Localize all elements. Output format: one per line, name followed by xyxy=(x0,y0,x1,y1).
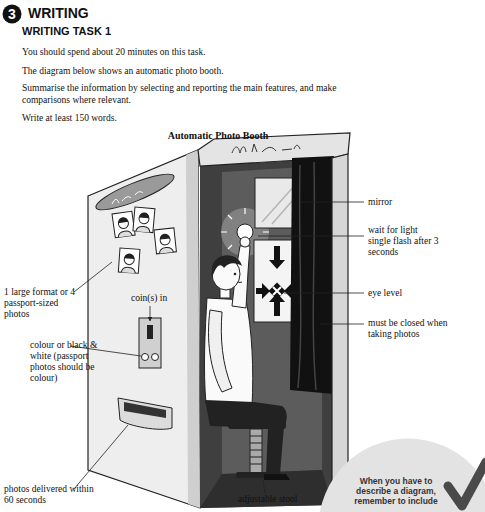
leader-line xyxy=(258,236,364,237)
sample-photo xyxy=(133,207,155,233)
callout-label: adjustable stool xyxy=(238,494,328,505)
sample-photo xyxy=(139,212,149,218)
sample-photo xyxy=(154,228,176,254)
task-heading: WRITING TASK 1 xyxy=(22,25,182,38)
coin-panel xyxy=(139,318,161,368)
callout-label: photos delivered within 60 seconds xyxy=(4,484,94,506)
section-badge: 3 xyxy=(2,4,22,24)
leader-line xyxy=(284,293,364,294)
leader-line xyxy=(70,202,364,493)
curtain xyxy=(290,156,334,394)
booth-side-panel xyxy=(186,150,200,508)
seated-person xyxy=(212,255,242,278)
coin-panel xyxy=(139,318,161,368)
callout-label: wait for light single flash after 3 seco… xyxy=(368,225,442,258)
seated-person xyxy=(205,400,287,474)
curtain xyxy=(298,162,316,390)
booth-roof xyxy=(232,144,300,153)
instruction-text: You should spend about 20 minutes on thi… xyxy=(22,46,342,58)
booth-side-panel xyxy=(88,150,200,508)
callout-label: mirror xyxy=(368,197,468,208)
diagram-title: Automatic Photo Booth xyxy=(118,130,318,142)
callout-label: colour or black & white (passport photos… xyxy=(30,340,98,384)
instruction-text: The diagram below shows an automatic pho… xyxy=(22,65,342,77)
sample-photo xyxy=(118,217,129,224)
leader-line xyxy=(263,480,265,493)
tip-checkmark xyxy=(448,462,485,506)
callout-label: 1 large format or 4 passport-sized photo… xyxy=(4,287,76,320)
seated-person xyxy=(264,474,290,480)
node-text: When you have to describe a diagram, rem… xyxy=(348,476,444,506)
sample-photo xyxy=(118,248,140,273)
booth-sign xyxy=(112,192,143,204)
instruction-text: Write at least 150 words. xyxy=(22,112,242,124)
instruction-text: Summarise the information by selecting a… xyxy=(22,82,367,106)
booth-pillar xyxy=(332,154,348,505)
node-outline xyxy=(319,439,485,512)
sample-photo xyxy=(112,211,135,238)
seated-person xyxy=(209,310,233,392)
seated-person xyxy=(234,273,237,276)
seated-person xyxy=(238,282,242,284)
leader-line xyxy=(320,324,364,325)
eye-level-panel xyxy=(273,287,281,295)
node-outline xyxy=(3,5,22,24)
booth-interior xyxy=(200,470,332,508)
seated-person xyxy=(204,298,252,406)
callout-label: eye level xyxy=(368,288,468,299)
callout-label: coin(s) in xyxy=(131,293,191,304)
sample-photo xyxy=(136,226,150,232)
curtain xyxy=(290,156,334,394)
eye-level-panel xyxy=(269,283,286,300)
booth-pillar xyxy=(332,154,348,505)
section-heading: WRITING xyxy=(28,5,148,22)
sample-photo xyxy=(124,253,134,259)
booth-side-panel xyxy=(88,150,200,508)
seated-person xyxy=(204,237,290,480)
sample-photo xyxy=(154,228,176,254)
leader-line xyxy=(150,306,151,321)
tip-bubble: When you have to describe a diagram, rem… xyxy=(318,438,485,512)
eye-level-panel xyxy=(269,246,285,269)
eye-level-panel xyxy=(256,283,270,299)
sample-photo xyxy=(159,247,173,254)
sample-photo xyxy=(133,207,155,233)
photo-tray xyxy=(124,402,166,418)
leader-line xyxy=(300,202,364,203)
coin-panel xyxy=(142,354,149,361)
photo-tray xyxy=(118,398,172,429)
adjustable-stool xyxy=(250,436,262,464)
sample-photo xyxy=(118,230,133,237)
sample-photo xyxy=(159,233,169,239)
sample-photo xyxy=(121,267,135,273)
photo-tray xyxy=(118,398,172,429)
callout-label: must be closed when taking photos xyxy=(368,318,460,340)
coin-panel xyxy=(152,354,159,361)
adjustable-stool xyxy=(250,429,262,473)
seated-person xyxy=(240,237,250,247)
sample-photo xyxy=(118,248,140,273)
node-text: 3 xyxy=(2,6,22,22)
sample-photo xyxy=(112,211,135,238)
leader-line xyxy=(74,262,112,292)
coin-panel xyxy=(147,325,153,339)
leader-line xyxy=(74,425,128,489)
